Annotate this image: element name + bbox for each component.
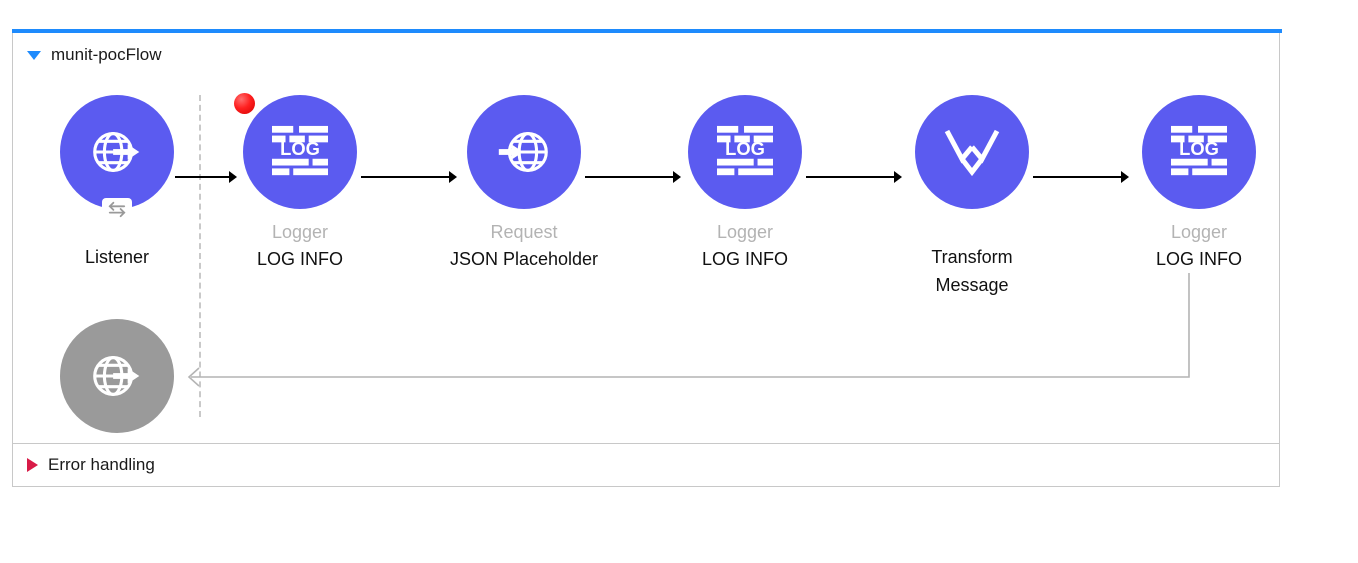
svg-text:LOG: LOG (1179, 138, 1219, 159)
node-listener-circle[interactable] (60, 95, 174, 220)
node-logger-2-type: Logger (716, 222, 774, 242)
exchange-badge (102, 198, 132, 220)
node-logger-3-name: LOG INFO (1155, 249, 1242, 269)
node-logger-1[interactable]: LOG Logger LOG INFO (220, 93, 380, 273)
flow-title: munit-pocFlow (51, 45, 162, 64)
flow-body: munit-pocFlow (12, 33, 1280, 444)
node-logger-2[interactable]: LOG Logger LOG INFO (665, 95, 825, 273)
flow-header[interactable]: munit-pocFlow (27, 45, 162, 65)
breakpoint-indicator[interactable] (234, 93, 255, 114)
node-logger-1-type: Logger (271, 222, 329, 242)
node-request-name: JSON Placeholder (449, 249, 599, 269)
source-separator-line (199, 95, 201, 417)
triangle-down-icon[interactable] (27, 50, 41, 60)
node-listener-response-circle[interactable] (60, 319, 174, 433)
node-request-circle[interactable] (467, 95, 581, 209)
node-transform-message-name-line2: Message (935, 275, 1009, 295)
node-transform-message-circle[interactable] (915, 95, 1029, 209)
triangle-right-icon[interactable] (27, 458, 38, 472)
node-logger-3-type: Logger (1170, 222, 1228, 242)
node-logger-2-name: LOG INFO (701, 249, 788, 269)
connector-arrow-1 (175, 171, 237, 183)
node-transform-message[interactable]: Transform Message (892, 95, 1052, 299)
globe-arrow-out-icon (93, 356, 140, 396)
node-listener-response[interactable] (37, 319, 197, 433)
node-logger-3[interactable]: LOG Logger LOG INFO (1119, 95, 1279, 273)
node-request[interactable]: Request JSON Placeholder (444, 95, 604, 273)
globe-arrow-in-icon (498, 132, 548, 172)
node-logger-1-name: LOG INFO (256, 249, 343, 269)
connector-arrow-5 (1033, 171, 1129, 183)
globe-arrow-out-icon (93, 132, 140, 172)
svg-text:LOG: LOG (725, 138, 765, 159)
return-path-connector (187, 273, 1190, 387)
svg-text:LOG: LOG (280, 138, 320, 159)
connector-arrow-3 (585, 171, 681, 183)
connector-arrow-2 (361, 171, 457, 183)
node-logger-1-circle[interactable]: LOG (234, 93, 357, 209)
node-logger-3-circle[interactable]: LOG (1142, 95, 1256, 209)
error-handling-section[interactable]: Error handling (12, 444, 1280, 487)
node-listener-name: Listener (84, 247, 150, 267)
dataweave-icon (944, 129, 1000, 177)
error-handling-label: Error handling (48, 455, 155, 474)
flow-top-accent-bar (12, 29, 1282, 33)
node-request-type: Request (490, 222, 558, 242)
connector-arrow-4 (806, 171, 902, 183)
node-logger-2-circle[interactable]: LOG (688, 95, 802, 209)
log-icon: LOG (717, 125, 773, 176)
log-icon: LOG (1171, 125, 1227, 176)
log-icon: LOG (272, 125, 328, 176)
exchange-arrows-icon (108, 201, 126, 218)
node-transform-message-name-line1: Transform (931, 247, 1013, 267)
node-listener[interactable]: Listener (37, 95, 197, 271)
